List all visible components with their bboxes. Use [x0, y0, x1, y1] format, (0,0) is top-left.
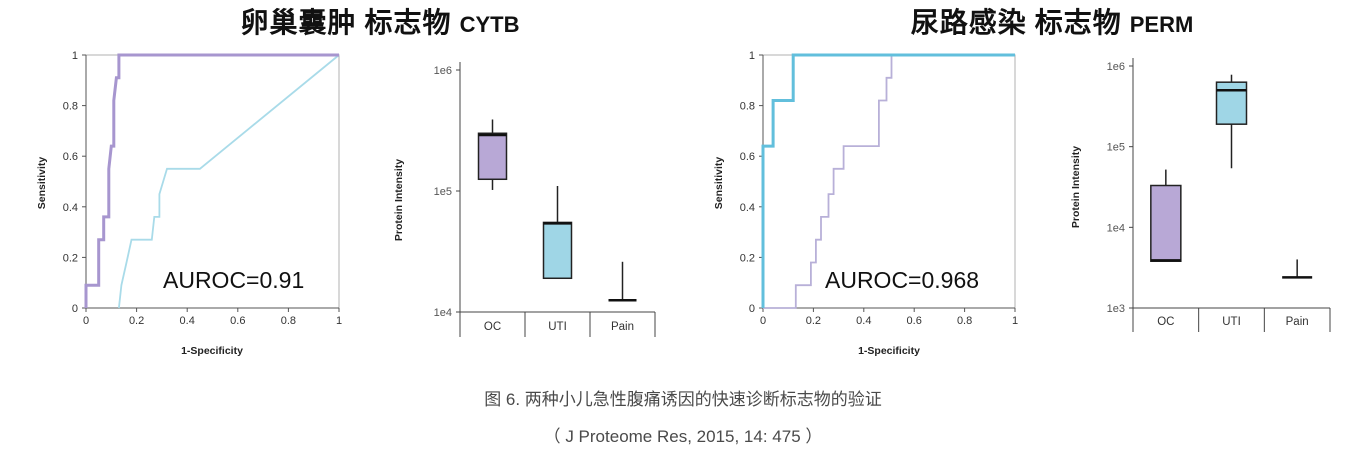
x-tick-label: 0.8	[957, 315, 972, 327]
y-tick-label: 1e6	[434, 65, 452, 77]
figure-source: （ J Proteome Res, 2015, 14: 475 ）	[543, 427, 823, 446]
box-oc	[1150, 184, 1182, 262]
x-axis-label: 1-Specificity	[181, 345, 243, 357]
category-label: OC	[1157, 316, 1174, 328]
panel-title-ovarian-cyst: 卵巢囊肿 标志物 CYTB	[160, 7, 600, 45]
panel-title-urinary-infection: 尿路感染 标志物 PERM	[832, 7, 1272, 45]
category-label: Pain	[1286, 316, 1309, 328]
marker-name: CYTB	[459, 12, 520, 37]
y-tick-label: 0.4	[63, 202, 78, 214]
box-uti	[542, 221, 573, 280]
marker-name: PERM	[1129, 12, 1194, 37]
y-tick-label: 1e3	[1107, 303, 1125, 315]
y-tick-label: 0.8	[63, 101, 78, 113]
y-tick-label: 1e5	[1107, 142, 1125, 154]
y-tick-label: 0.2	[63, 252, 78, 264]
y-tick-label: 0.8	[740, 101, 755, 113]
y-axis-label: Sensitivity	[713, 157, 725, 210]
category-label: UTI	[1222, 316, 1241, 328]
roc-curve-purple	[84, 53, 339, 308]
y-tick-label: 1	[749, 50, 755, 62]
auroc-annotation: AUROC=0.968	[825, 267, 979, 293]
roc-curve-blue	[761, 53, 1015, 308]
y-tick-label: 1	[72, 50, 78, 62]
y-tick-label: 0.6	[740, 151, 755, 163]
y-tick-label: 0	[72, 303, 78, 315]
x-tick-label: 0.6	[230, 315, 245, 327]
y-axis-label: Protein Intensity	[1070, 146, 1082, 228]
x-axis-label: 1-Specificity	[858, 345, 920, 357]
y-tick-label: 0.6	[63, 151, 78, 163]
panel-title-text: 卵巢囊肿 标志物	[240, 8, 452, 39]
box-uti	[1215, 81, 1248, 125]
y-tick-label: 0.2	[740, 252, 755, 264]
y-tick-label: 1e5	[434, 186, 452, 198]
figure-caption: 图 6. 两种小儿急性腹痛诱因的快速诊断标志物的验证	[484, 390, 882, 409]
roc-chart-cytb: Sensitivity 1-Specificity AUROC=0.91 0 0.…	[36, 50, 342, 357]
y-axis-label: Sensitivity	[36, 157, 48, 210]
panel-title-text: 尿路感染 标志物	[910, 8, 1122, 39]
category-label: UTI	[548, 321, 567, 333]
y-tick-label: 0.4	[740, 202, 755, 214]
x-tick-label: 0.4	[856, 315, 871, 327]
y-tick-label: 1e4	[1107, 222, 1125, 234]
x-tick-label: 1	[336, 315, 342, 327]
x-tick-label: 0.2	[129, 315, 144, 327]
y-tick-label: 0	[749, 303, 755, 315]
auroc-annotation: AUROC=0.91	[163, 267, 304, 293]
y-tick-label: 1e4	[434, 307, 452, 319]
roc-curve-purple	[763, 54, 1015, 309]
box-oc	[477, 132, 508, 181]
roc-curve-blue	[118, 54, 340, 309]
x-tick-label: 0.4	[180, 315, 195, 327]
x-tick-label: 1	[1012, 315, 1018, 327]
y-tick-label: 1e6	[1107, 61, 1125, 73]
roc-chart-perm: Sensitivity 1-Specificity AUROC=0.968 00…	[713, 50, 1018, 357]
x-tick-label: 0.6	[907, 315, 922, 327]
x-tick-label: 0	[83, 315, 89, 327]
category-label: OC	[484, 321, 501, 333]
x-tick-label: 0.2	[806, 315, 821, 327]
y-axis-label: Protein Intensity	[393, 159, 405, 241]
category-label: Pain	[611, 321, 634, 333]
x-tick-label: 0	[760, 315, 766, 327]
x-tick-label: 0.8	[281, 315, 296, 327]
